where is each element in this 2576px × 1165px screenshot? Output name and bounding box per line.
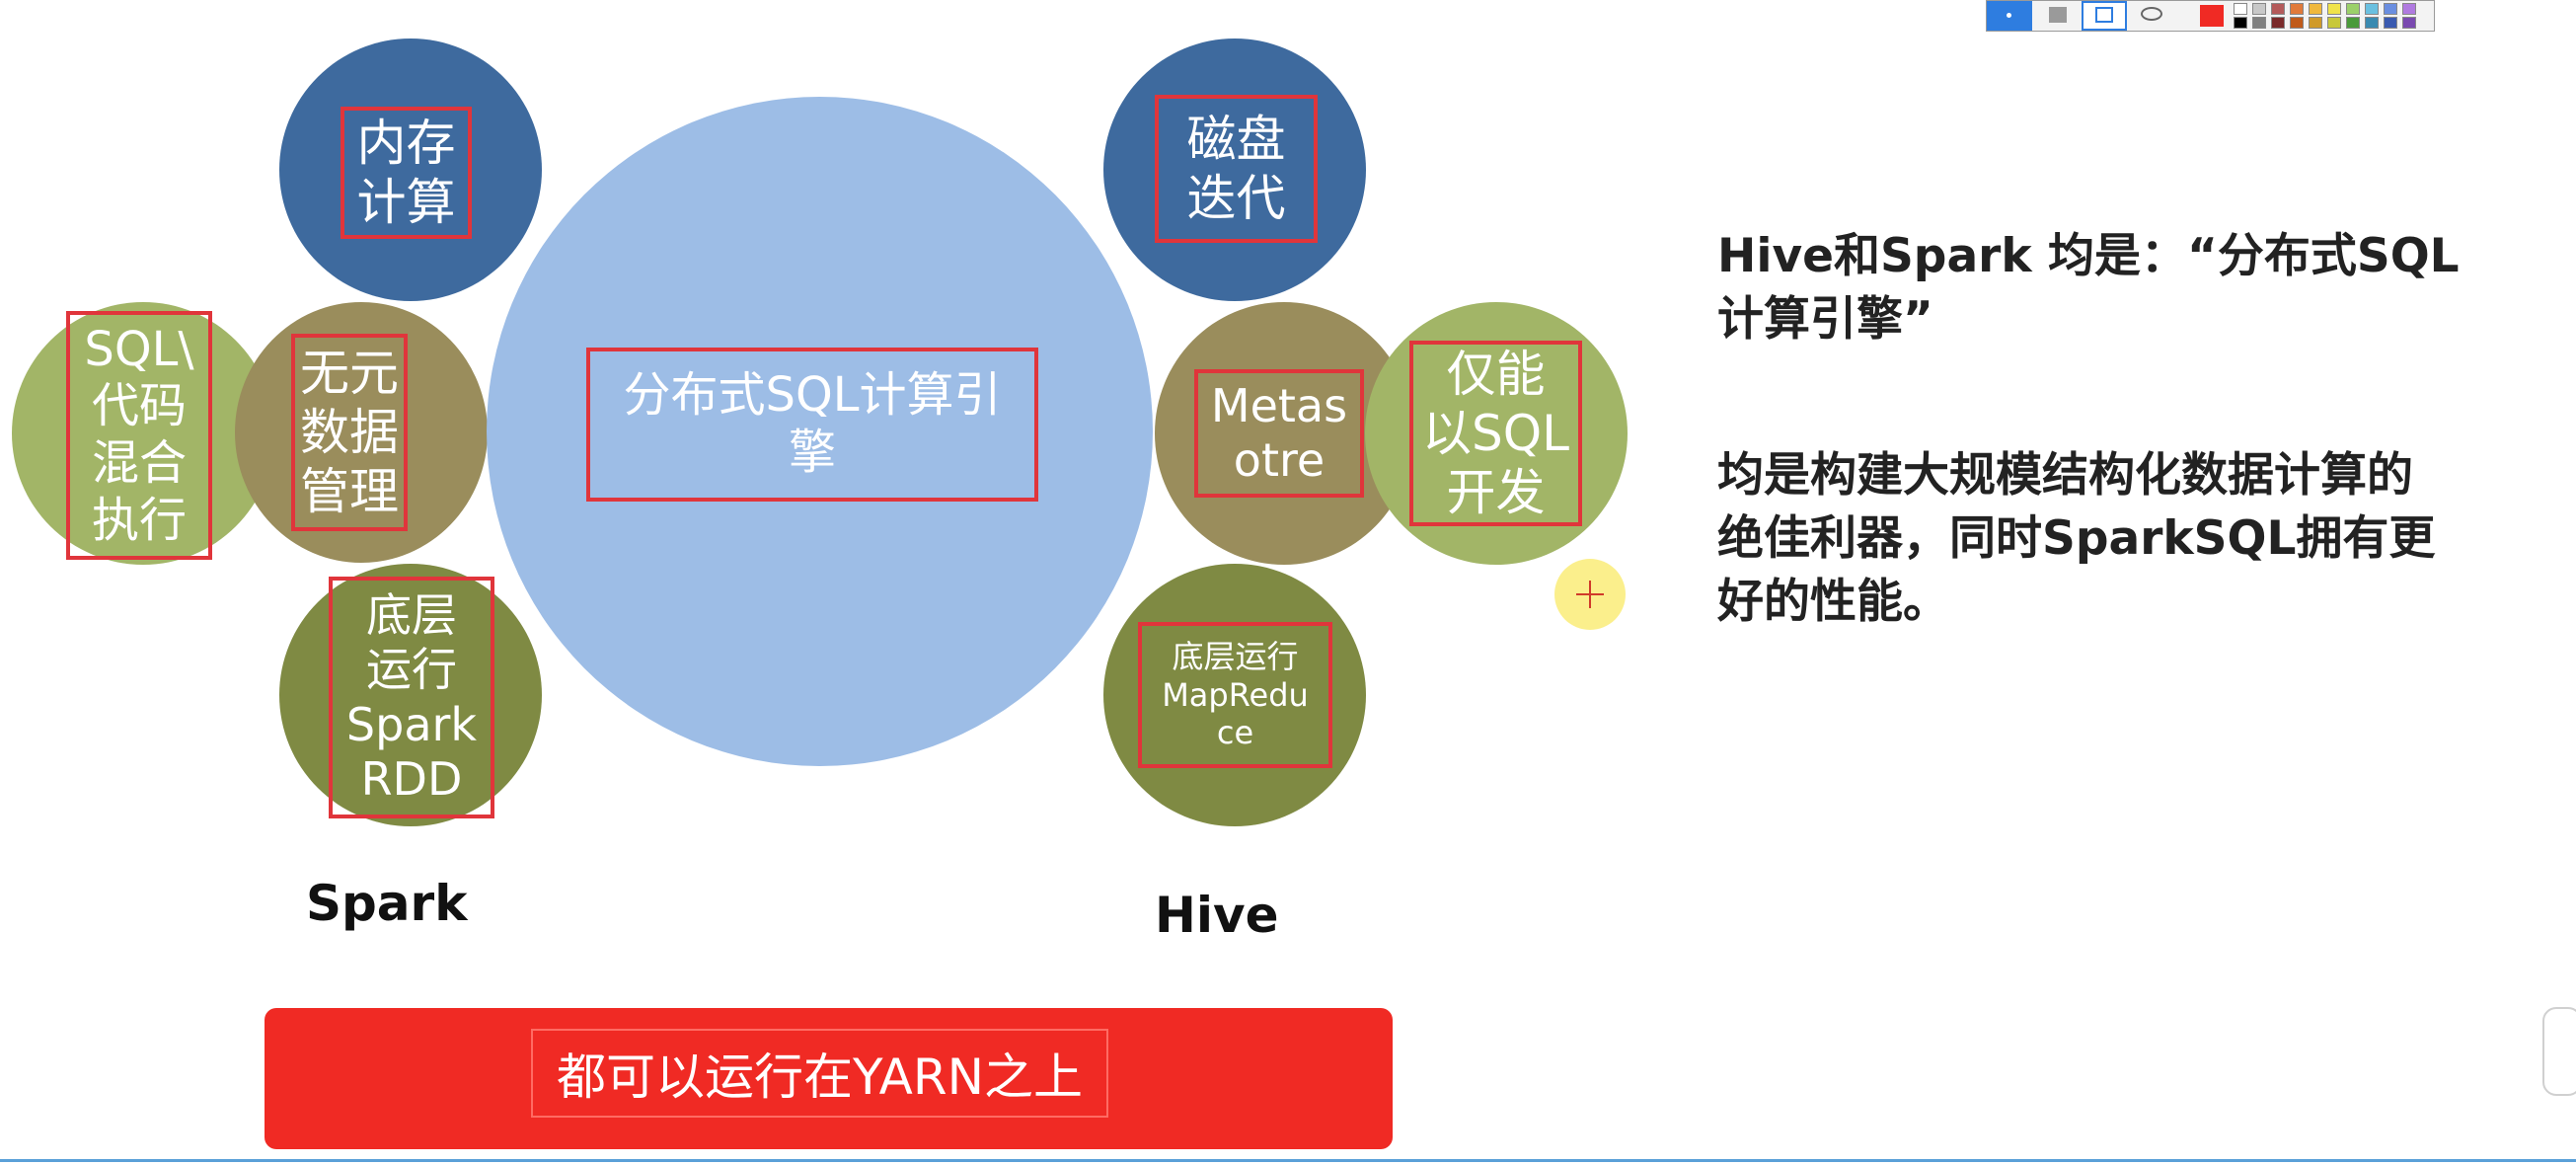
color-swatch[interactable] (2252, 17, 2266, 29)
color-swatch[interactable] (2402, 17, 2416, 29)
hive-disk-text: 磁盘 迭代 (1155, 95, 1318, 243)
progress-line (0, 1159, 2576, 1162)
color-swatch[interactable] (2234, 3, 2247, 15)
yarn-banner-text: 都可以运行在YARN之上 (531, 1029, 1108, 1118)
color-swatch[interactable] (2346, 17, 2360, 29)
cursor-crosshair-icon (1554, 559, 1626, 630)
engine-text: 分布式SQL计算引 擎 (586, 348, 1038, 502)
color-swatch[interactable] (2234, 17, 2247, 29)
color-swatch[interactable] (2327, 3, 2341, 15)
hive-metastore-text: Metas otre (1194, 369, 1364, 498)
color-swatch[interactable] (2384, 3, 2397, 15)
rectangle-outline-icon[interactable] (2082, 1, 2127, 31)
color-swatch[interactable] (2384, 17, 2397, 29)
fill-color-icon[interactable] (2196, 1, 2228, 31)
note-engines: Hive和Spark 均是：“分布式SQL 计算引擎” (1717, 229, 2460, 347)
spark-rdd-text: 底层 运行 Spark RDD (329, 577, 494, 818)
spark-memory-circle (279, 39, 542, 301)
color-swatch[interactable] (2402, 3, 2416, 15)
spark-label: Spark (306, 875, 468, 932)
hive-label: Hive (1155, 887, 1279, 944)
note-performance: 均是构建大规模结构化数据计算的 绝佳利器，同时SparkSQL拥有更 好的性能。 (1717, 448, 2436, 629)
color-swatch[interactable] (2271, 3, 2285, 15)
hive-disk-circle (1103, 39, 1366, 301)
color-swatch[interactable] (2290, 3, 2304, 15)
color-palette (2234, 3, 2431, 31)
spark-sql-code-circle (12, 302, 274, 565)
engine-circle (487, 97, 1153, 766)
yarn-banner: 都可以运行在YARN之上 (265, 1008, 1393, 1149)
hive-sql-only-text: 仅能 以SQL 开发 (1409, 341, 1582, 526)
side-handle[interactable] (2542, 1007, 2576, 1096)
spark-rdd-circle (279, 564, 542, 826)
hive-mapreduce-text: 底层运行 MapRedu ce (1138, 622, 1332, 768)
color-swatch[interactable] (2365, 17, 2379, 29)
spark-no-metadata-text: 无元 数据 管理 (291, 334, 408, 531)
hive-mapreduce-circle (1103, 564, 1366, 826)
color-swatch[interactable] (2309, 3, 2322, 15)
color-swatch[interactable] (2346, 3, 2360, 15)
color-swatch[interactable] (2309, 17, 2322, 29)
annotation-toolbar (1986, 0, 2435, 32)
ellipse-icon[interactable] (2129, 1, 2174, 31)
spark-no-metadata-circle (235, 302, 488, 563)
spark-sql-code-text: SQL\ 代码 混合 执行 (66, 311, 212, 560)
color-swatch[interactable] (2290, 17, 2304, 29)
hive-sql-only-circle (1365, 302, 1628, 565)
color-swatch[interactable] (2252, 3, 2266, 15)
pointer-icon[interactable] (1987, 1, 2032, 31)
color-swatch[interactable] (2271, 17, 2285, 29)
color-swatch[interactable] (2327, 17, 2341, 29)
rectangle-fill-icon[interactable] (2034, 1, 2080, 31)
spark-memory-text: 内存 计算 (341, 107, 472, 239)
color-swatch[interactable] (2365, 3, 2379, 15)
